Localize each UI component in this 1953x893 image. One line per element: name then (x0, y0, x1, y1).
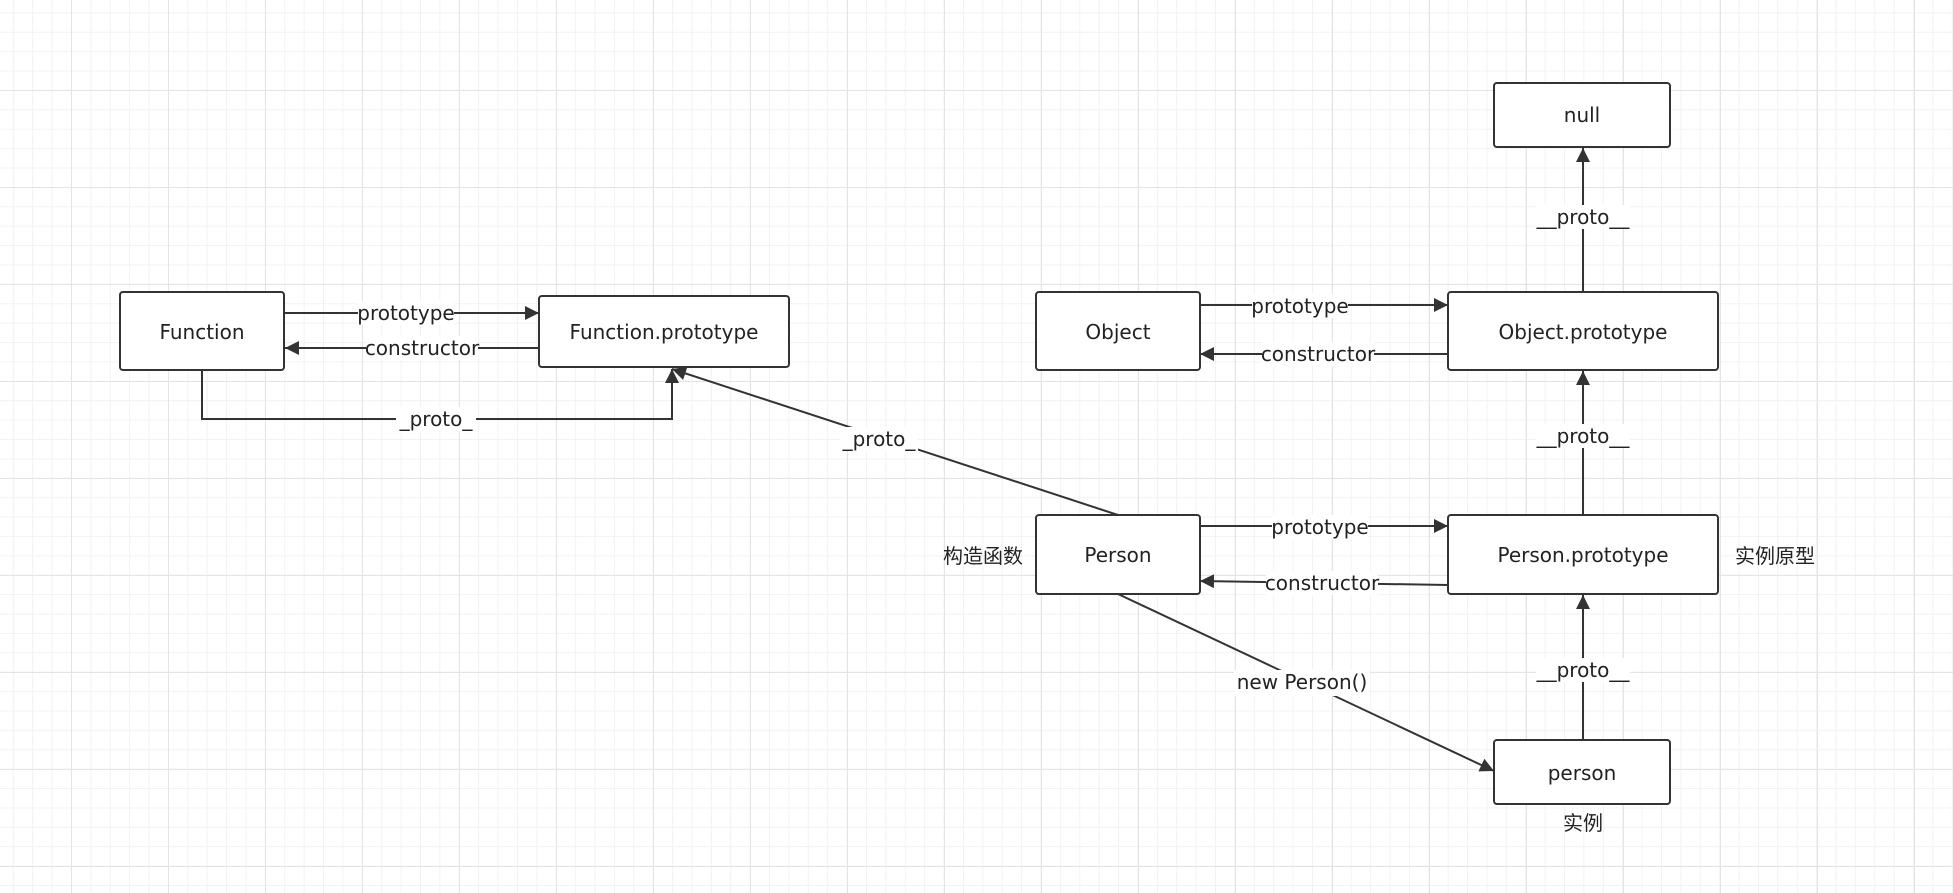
svg-text:constructor: constructor (1261, 342, 1376, 366)
node-person-prototype[interactable]: Person.prototype (1447, 514, 1719, 595)
svg-text:Object.prototype: Object.prototype (1499, 320, 1668, 344)
edge-label-person-constructor: constructor (1265, 571, 1380, 595)
edge-label-function-prototype: prototype (357, 301, 455, 325)
svg-text:prototype: prototype (1251, 294, 1348, 318)
svg-text:constructor: constructor (365, 336, 480, 360)
svg-text:null: null (1564, 103, 1600, 127)
node-null[interactable]: null (1493, 82, 1671, 148)
edge-label-new-person: new Person() (1234, 670, 1370, 696)
edge-label-instance-proto: __proto__ (1536, 658, 1631, 682)
edge-label-person-prototype-to-object-prototype: __proto__ (1536, 424, 1631, 448)
edge-label-object-prototype: prototype (1251, 294, 1349, 318)
edge-label-function-constructor: constructor (365, 336, 480, 360)
edge-label-object-constructor: constructor (1261, 342, 1376, 366)
node-object[interactable]: Object (1035, 291, 1201, 371)
svg-text:person: person (1548, 761, 1617, 785)
svg-text:Function.prototype: Function.prototype (570, 320, 759, 344)
svg-text:__proto__: __proto__ (1536, 658, 1631, 682)
svg-text:prototype: prototype (357, 301, 454, 325)
svg-text:constructor: constructor (1265, 571, 1380, 595)
node-object-prototype[interactable]: Object.prototype (1447, 291, 1719, 371)
svg-text:Person.prototype: Person.prototype (1497, 543, 1668, 567)
node-function-prototype[interactable]: Function.prototype (538, 295, 790, 368)
edge-label-object-prototype-to-null: __proto__ (1536, 205, 1631, 229)
node-person[interactable]: Person (1035, 514, 1201, 595)
edge-label-person-to-function-proto: _proto_ (840, 427, 918, 451)
svg-text:Object: Object (1085, 320, 1150, 344)
annotation-constructor-fn: 构造函数 (943, 544, 1023, 568)
svg-text:__proto__: __proto__ (1536, 424, 1631, 448)
node-person-instance[interactable]: person (1493, 739, 1671, 805)
svg-text:__proto__: __proto__ (1536, 205, 1631, 229)
node-function[interactable]: Function (119, 291, 285, 371)
svg-text:prototype: prototype (1271, 515, 1368, 539)
annotation-instance: 实例 (1563, 811, 1603, 835)
annotation-instance-prototype: 实例原型 (1735, 544, 1815, 568)
svg-text:_proto_: _proto_ (842, 427, 917, 451)
svg-text:Function: Function (159, 320, 244, 344)
edge-label-function-proto: _proto_ (396, 407, 476, 431)
svg-text:new Person(): new Person() (1237, 670, 1368, 694)
svg-text:Person: Person (1084, 543, 1151, 567)
edge-label-person-prototype: prototype (1271, 515, 1369, 539)
svg-text:_proto_: _proto_ (399, 407, 474, 431)
